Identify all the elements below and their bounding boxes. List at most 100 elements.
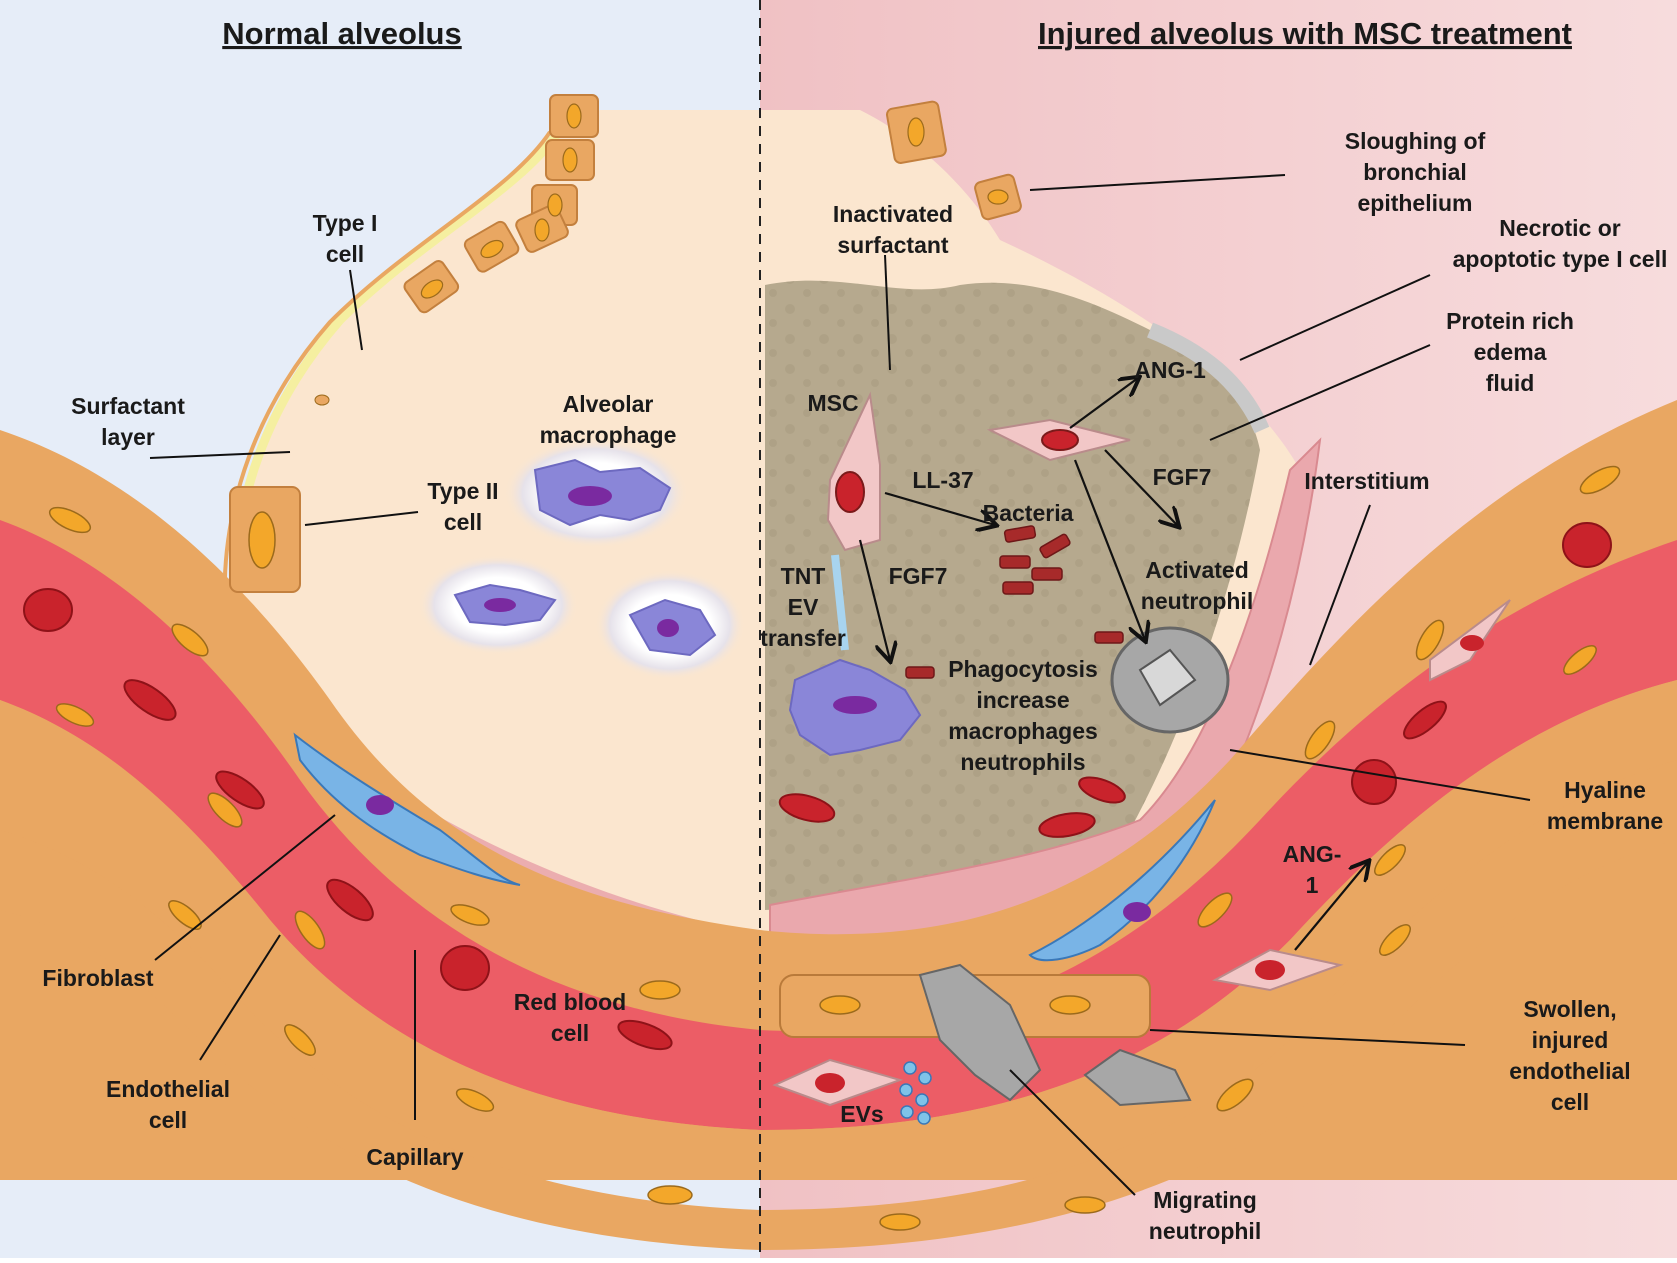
sloughing-line-1: Sloughing of [1345,128,1486,154]
msc-tnt [831,554,849,651]
alveolar-macrophage-label: Alveolar macrophage [540,391,677,448]
protein-edema-line-3: fluid [1486,370,1535,396]
msc-3-nucleus [1460,635,1484,651]
tnt-ev-transfer-line-2: EV [788,594,819,620]
type1-cell-line-1: Type I [313,210,378,236]
epithelium-nuclei [420,103,1009,299]
capillary-inner-wall [0,680,1677,1210]
red-blood-cell-line-2: cell [551,1020,589,1046]
bacteria-cluster [905,525,1124,679]
msc-4-nucleus [1255,960,1285,980]
red-blood-cell-line-1: Red blood [514,989,626,1015]
msc-label: MSC [807,390,858,416]
ang1-bottom-line-2: 1 [1306,872,1319,898]
swollen-endothelial-line-2: injured [1532,1027,1609,1053]
edema-texture [765,280,1260,910]
interstitium-label: Interstitium [1304,468,1429,494]
migrating-neutrophil-label: Migrating neutrophil [1149,1187,1261,1244]
macrophage-3-nucleus [657,619,679,637]
ang1-top-label: ANG-1 [1134,357,1206,383]
red-blood-cells [23,522,1612,1051]
migrating-neutrophil-line-1: Migrating [1153,1187,1257,1213]
ev-vesicles [899,1061,932,1125]
endothelial-cell-line-2: cell [149,1107,187,1133]
fgf7-left-label: FGF7 [889,563,948,589]
swollen-endothelial-line-1: Swollen, [1523,996,1616,1022]
fibroblast-label: Fibroblast [42,965,154,991]
bacteria-label: Bacteria [983,500,1074,526]
type1-cell-label: Type I cell [313,210,378,267]
fibroblast-left-nucleus [366,795,394,815]
phagocytosis-line-1: Phagocytosis [948,656,1098,682]
evs-label: EVs [840,1101,883,1127]
hyaline-membrane-line-1: Hyaline [1564,777,1646,803]
alveolar-macrophage-line-2: macrophage [540,422,677,448]
type2-nucleus [248,511,276,569]
signal-arrows [858,378,1368,951]
type1-cell-line-2: cell [326,241,364,267]
surfactant-layer-line-2: layer [101,424,155,450]
necrotic-label: Necrotic or apoptotic type I cell [1453,215,1668,272]
endothelial-cell-line-1: Endothelial [106,1076,230,1102]
activated-neutrophil-line-2: neutrophil [1141,588,1253,614]
type2-cell-line-2: cell [444,509,482,535]
phagocytosis-line-4: neutrophils [960,749,1085,775]
msc-2-nucleus [1041,429,1079,451]
protein-edema-label: Protein rich edema fluid [1446,308,1574,396]
protein-edema-line-2: edema [1474,339,1547,365]
tnt-ev-transfer-label: TNT EV transfer [760,563,846,651]
msc-5-nucleus [815,1073,845,1093]
inactivated-surfactant-line-2: surfactant [837,232,949,258]
ang1-bottom-line-1: ANG- [1283,841,1342,867]
sloughing-line-2: bronchial [1363,159,1467,185]
swollen-endothelial-line-3: endothelial [1509,1058,1630,1084]
phagocytic-macrophage-nucleus [833,696,877,714]
hyaline-membrane-line-2: membrane [1547,808,1663,834]
alveolar-macrophage-line-1: Alveolar [563,391,654,417]
red-blood-cell-label: Red blood cell [514,989,626,1046]
capillary-line-1: Capillary [366,1144,463,1170]
protein-edema-line-1: Protein rich [1446,308,1574,334]
hyaline-membrane-label: Hyaline membrane [1547,777,1663,834]
ll37-line-1: LL-37 [912,467,973,493]
surfactant-layer-label: Surfactant layer [71,393,185,450]
ang1-top-line-1: ANG-1 [1134,357,1206,383]
type1-nucleus [314,394,330,406]
macrophage-2-nucleus [484,598,516,612]
phagocytosis-line-3: macrophages [948,718,1098,744]
fgf7-left-line-1: FGF7 [889,563,948,589]
ll37-label: LL-37 [912,467,973,493]
surfactant-layer-line-1: Surfactant [71,393,185,419]
tnt-ev-transfer-line-3: transfer [760,625,846,651]
sloughing-line-3: epithelium [1357,190,1472,216]
necrotic-type1-cell [1147,322,1270,434]
capillary-label: Capillary [366,1144,463,1170]
endothelial-cell-label: Endothelial cell [106,1076,230,1133]
phagocytosis-line-2: increase [976,687,1069,713]
inactivated-surfactant-label: Inactivated surfactant [833,201,953,258]
evs-line-1: EVs [840,1101,883,1127]
fgf7-right-label: FGF7 [1153,464,1212,490]
fibroblast-left [293,732,521,886]
fgf7-right-line-1: FGF7 [1153,464,1212,490]
inactivated-surfactant-line-1: Inactivated [833,201,953,227]
fibroblast-right-nucleus [1123,902,1151,922]
type2-cell-line-1: Type II [427,478,498,504]
phagocytosis-label: Phagocytosis increase macrophages neutrophi… [948,656,1098,775]
migrating-neutrophil-line-2: neutrophil [1149,1218,1261,1244]
fibroblast-line-1: Fibroblast [42,965,154,991]
activated-neutrophil-nucleus [1138,648,1197,707]
ang1-bottom-label: ANG- 1 [1283,841,1342,898]
capillary-lumen [0,520,1677,1130]
msc-line-1: MSC [807,390,858,416]
endothelial-nuclei [48,465,1621,1231]
msc-1-nucleus [835,471,865,513]
tnt-ev-transfer-line-1: TNT [781,563,826,589]
necrotic-line-2: apoptotic type I cell [1453,246,1668,272]
necrotic-line-1: Necrotic or [1499,215,1620,241]
